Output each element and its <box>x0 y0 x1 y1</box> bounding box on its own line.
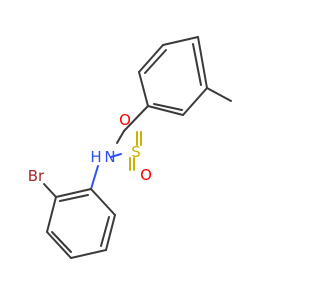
sulfur-nitrogen-bond <box>110 153 122 158</box>
bond <box>105 214 116 251</box>
bond <box>162 36 199 46</box>
bond <box>55 188 92 198</box>
bond <box>192 43 202 86</box>
bond <box>51 231 72 253</box>
nitrogen-hydrogen-label: H <box>90 148 101 166</box>
bromophenyl-ring <box>46 188 116 259</box>
molecule-structure: S O O N H Br <box>28 36 232 259</box>
bond <box>46 196 57 233</box>
oxygen-bottom-label: O <box>140 166 152 184</box>
nitrogen-label: N <box>104 148 115 166</box>
bond <box>70 249 107 259</box>
bond <box>59 194 89 202</box>
bond <box>197 36 208 89</box>
sulfur-label: S <box>131 143 141 161</box>
bond <box>138 71 149 107</box>
oxygen-top-label: O <box>119 111 131 129</box>
bond <box>138 44 164 73</box>
bond <box>153 103 183 111</box>
tolyl-ring <box>138 36 208 116</box>
bond <box>90 188 116 216</box>
bond <box>116 130 125 144</box>
methyl-bond <box>206 87 232 102</box>
bond <box>46 231 72 259</box>
bond <box>147 105 184 116</box>
bond <box>100 216 110 247</box>
bromine-bond <box>43 183 57 198</box>
bond <box>123 105 149 132</box>
bromine-label: Br <box>28 167 45 185</box>
bond <box>182 87 208 116</box>
bond <box>144 49 167 74</box>
nitrogen-ring-bond <box>90 165 99 190</box>
